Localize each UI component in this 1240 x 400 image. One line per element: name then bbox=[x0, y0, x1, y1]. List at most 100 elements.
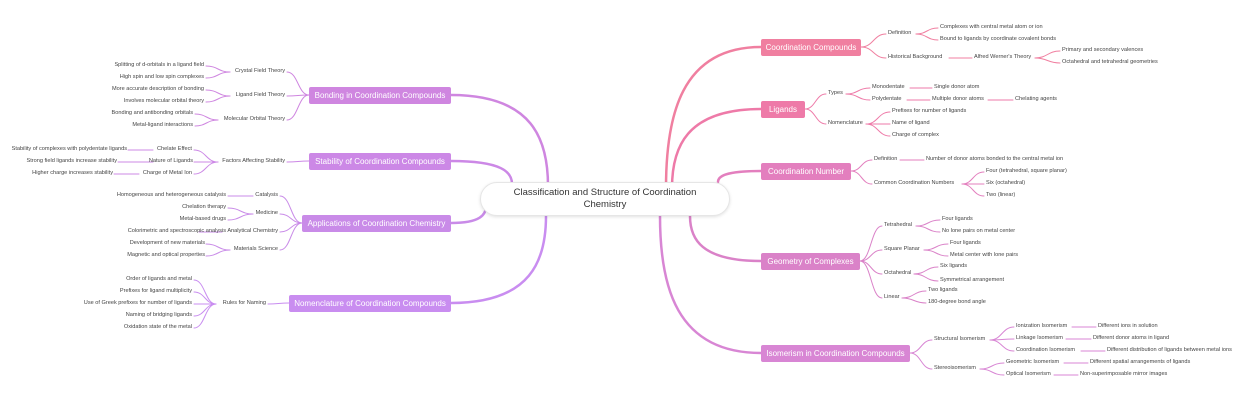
connector bbox=[915, 33, 939, 41]
subtopic-types[interactable]: Types bbox=[828, 90, 843, 96]
topic-coordination-compounds[interactable]: Coordination Compounds bbox=[761, 39, 861, 56]
topic-bonding[interactable]: Bonding in Coordination Compounds bbox=[309, 87, 451, 104]
leaf[interactable]: Primary and secondary valences bbox=[1062, 47, 1144, 53]
leaf[interactable]: Multiple donor atoms bbox=[932, 96, 984, 102]
leaf[interactable]: Four (tetrahedral, square planar) bbox=[986, 168, 1067, 174]
leaf[interactable]: Chelation therapy bbox=[182, 204, 226, 210]
leaf[interactable]: Prefixes for number of ligands bbox=[892, 108, 967, 114]
subtopic-catalysis[interactable]: Catalysis bbox=[255, 192, 278, 198]
leaf-polydentate[interactable]: Polydentate bbox=[872, 96, 902, 102]
leaf[interactable]: Optical Isomerism bbox=[1006, 371, 1051, 377]
leaf[interactable]: Coordination Isomerism bbox=[1016, 347, 1076, 353]
subtopic-structural-isomerism[interactable]: Structural Isomerism bbox=[934, 336, 986, 342]
subtopic-nomenclature[interactable]: Nomenclature bbox=[828, 120, 863, 126]
leaf[interactable]: No lone pairs on metal center bbox=[942, 228, 1016, 234]
subtopic-crystal-field-theory[interactable]: Crystal Field Theory bbox=[235, 68, 285, 74]
connector bbox=[267, 302, 290, 305]
topic-isomerism[interactable]: Isomerism in Coordination Compounds bbox=[761, 345, 910, 362]
leaf[interactable]: Four ligands bbox=[950, 240, 981, 246]
leaf[interactable]: High spin and low spin complexes bbox=[119, 74, 204, 80]
topic-label: Nomenclature of Coordination Compounds bbox=[294, 299, 446, 308]
leaf[interactable]: Bound to ligands by coordinate covalent … bbox=[940, 36, 1056, 42]
leaf[interactable]: Charge of Metal Ion bbox=[142, 170, 192, 176]
leaf[interactable]: Six (octahedral) bbox=[986, 180, 1026, 186]
leaf[interactable]: Splitting of d-orbitals in a ligand fiel… bbox=[114, 62, 204, 68]
connector bbox=[193, 291, 217, 305]
subtopic-medicine[interactable]: Medicine bbox=[255, 210, 278, 216]
root-topic[interactable]: Classification and Structure of Coordina… bbox=[480, 182, 730, 216]
connector bbox=[804, 108, 827, 125]
subtopic-ligand-field-theory[interactable]: Ligand Field Theory bbox=[235, 92, 285, 98]
connector bbox=[961, 183, 985, 197]
leaf[interactable]: Colorimetric and spectroscopic analysis bbox=[127, 228, 226, 234]
leaf[interactable]: Two (linear) bbox=[986, 192, 1016, 198]
leaf[interactable]: Magnetic and optical properties bbox=[127, 252, 205, 258]
subtopic-square-planar[interactable]: Square Planar bbox=[884, 246, 920, 252]
leaf[interactable]: Number of donor atoms bonded to the cent… bbox=[926, 156, 1064, 162]
topic-stability[interactable]: Stability of Coordination Compounds bbox=[309, 153, 451, 170]
leaf[interactable]: Metal-ligand interactions bbox=[132, 122, 193, 128]
topic-ligands[interactable]: Ligands bbox=[761, 101, 805, 118]
leaf[interactable]: Bonding and antibonding orbitals bbox=[111, 110, 193, 116]
topic-applications[interactable]: Applications of Coordination Chemistry bbox=[302, 215, 451, 232]
leaf[interactable]: Metal center with lone pairs bbox=[950, 252, 1019, 258]
leaf[interactable]: Different donor atoms in ligand bbox=[1093, 335, 1170, 341]
leaf[interactable]: Metal-based drugs bbox=[179, 216, 226, 222]
leaf[interactable]: Nature of Ligands bbox=[148, 158, 193, 164]
connector bbox=[1034, 50, 1061, 59]
leaf[interactable]: Stability of complexes with polydentate … bbox=[11, 146, 127, 152]
leaf[interactable]: Order of ligands and metal bbox=[126, 276, 192, 282]
leaf[interactable]: Different distribution of ligands betwee… bbox=[1107, 347, 1232, 353]
leaf[interactable]: Chelating agents bbox=[1015, 96, 1057, 102]
leaf[interactable]: Involves molecular orbital theory bbox=[123, 98, 204, 104]
leaf[interactable]: Four ligands bbox=[942, 216, 973, 222]
subtopic-factors-affecting-stability[interactable]: Factors Affecting Stability bbox=[222, 158, 285, 164]
leaf[interactable]: Single donor atom bbox=[934, 84, 980, 90]
subtopic-definition[interactable]: Definition bbox=[888, 30, 912, 36]
leaf[interactable]: Two ligands bbox=[928, 287, 958, 293]
subtopic-materials-science[interactable]: Materials Science bbox=[233, 246, 278, 252]
topic-geometry-of-complexes[interactable]: Geometry of Complexes bbox=[761, 253, 860, 270]
leaf[interactable]: Homogeneous and heterogeneous catalysis bbox=[116, 192, 226, 198]
leaf[interactable]: Use of Greek prefixes for number of liga… bbox=[83, 300, 192, 306]
subtopic-rules-for-naming[interactable]: Rules for Naming bbox=[222, 300, 266, 306]
leaf[interactable]: 180-degree bond angle bbox=[928, 299, 986, 305]
subtopic-molecular-orbital-theory[interactable]: Molecular Orbital Theory bbox=[223, 116, 285, 122]
topic-coordination-number[interactable]: Coordination Number bbox=[761, 163, 851, 180]
trunk-stability bbox=[449, 159, 514, 186]
subtopic-historical-background[interactable]: Historical Background bbox=[888, 54, 943, 60]
subtopic-linear[interactable]: Linear bbox=[884, 294, 900, 300]
subtopic-octahedral[interactable]: Octahedral bbox=[884, 270, 912, 276]
connector bbox=[193, 303, 217, 329]
leaf[interactable]: Different ions in solution bbox=[1098, 323, 1158, 329]
leaf[interactable]: Ionization Isomerism bbox=[1016, 323, 1068, 329]
connector bbox=[909, 339, 933, 354]
leaf[interactable]: More accurate description of bonding bbox=[111, 86, 204, 92]
subtopic-definition[interactable]: Definition bbox=[874, 156, 898, 162]
leaf[interactable]: Complexes with central metal atom or ion bbox=[940, 24, 1043, 30]
leaf-monodentate[interactable]: Monodentate bbox=[872, 84, 905, 90]
connector bbox=[850, 170, 873, 185]
leaf[interactable]: Chelate Effect bbox=[156, 146, 192, 152]
leaf[interactable]: Development of new materials bbox=[129, 240, 205, 246]
subtopic-common-numbers[interactable]: Common Coordination Numbers bbox=[874, 180, 955, 186]
leaf[interactable]: Strong field ligands increase stability bbox=[26, 158, 117, 164]
leaf[interactable]: Higher charge increases stability bbox=[32, 170, 113, 176]
leaf[interactable]: Name of ligand bbox=[892, 120, 930, 126]
leaf[interactable]: Six ligands bbox=[940, 263, 968, 269]
subtopic-analytical-chemistry[interactable]: Analytical Chemistry bbox=[227, 228, 278, 234]
subtopic-tetrahedral[interactable]: Tetrahedral bbox=[884, 222, 912, 228]
leaf[interactable]: Non-superimposable mirror images bbox=[1080, 371, 1168, 377]
leaf[interactable]: Charge of complex bbox=[892, 132, 939, 138]
leaf[interactable]: Symmetrical arrangement bbox=[940, 277, 1005, 283]
leaf[interactable]: Linkage Isomerism bbox=[1016, 335, 1063, 341]
leaf[interactable]: Geometric Isomerism bbox=[1006, 359, 1060, 365]
leaf[interactable]: Prefixes for ligand multiplicity bbox=[119, 288, 192, 294]
leaf[interactable]: Octahedral and tetrahedral geometries bbox=[1062, 59, 1158, 65]
topic-nomenclature[interactable]: Nomenclature of Coordination Compounds bbox=[289, 295, 451, 312]
subtopic-stereoisomerism[interactable]: Stereoisomerism bbox=[934, 365, 976, 371]
leaf[interactable]: Naming of bridging ligands bbox=[125, 312, 192, 318]
leaf[interactable]: Different spatial arrangements of ligand… bbox=[1090, 359, 1191, 365]
subtopic-werner-theory[interactable]: Alfred Werner's Theory bbox=[974, 54, 1032, 60]
leaf[interactable]: Oxidation state of the metal bbox=[123, 324, 192, 330]
